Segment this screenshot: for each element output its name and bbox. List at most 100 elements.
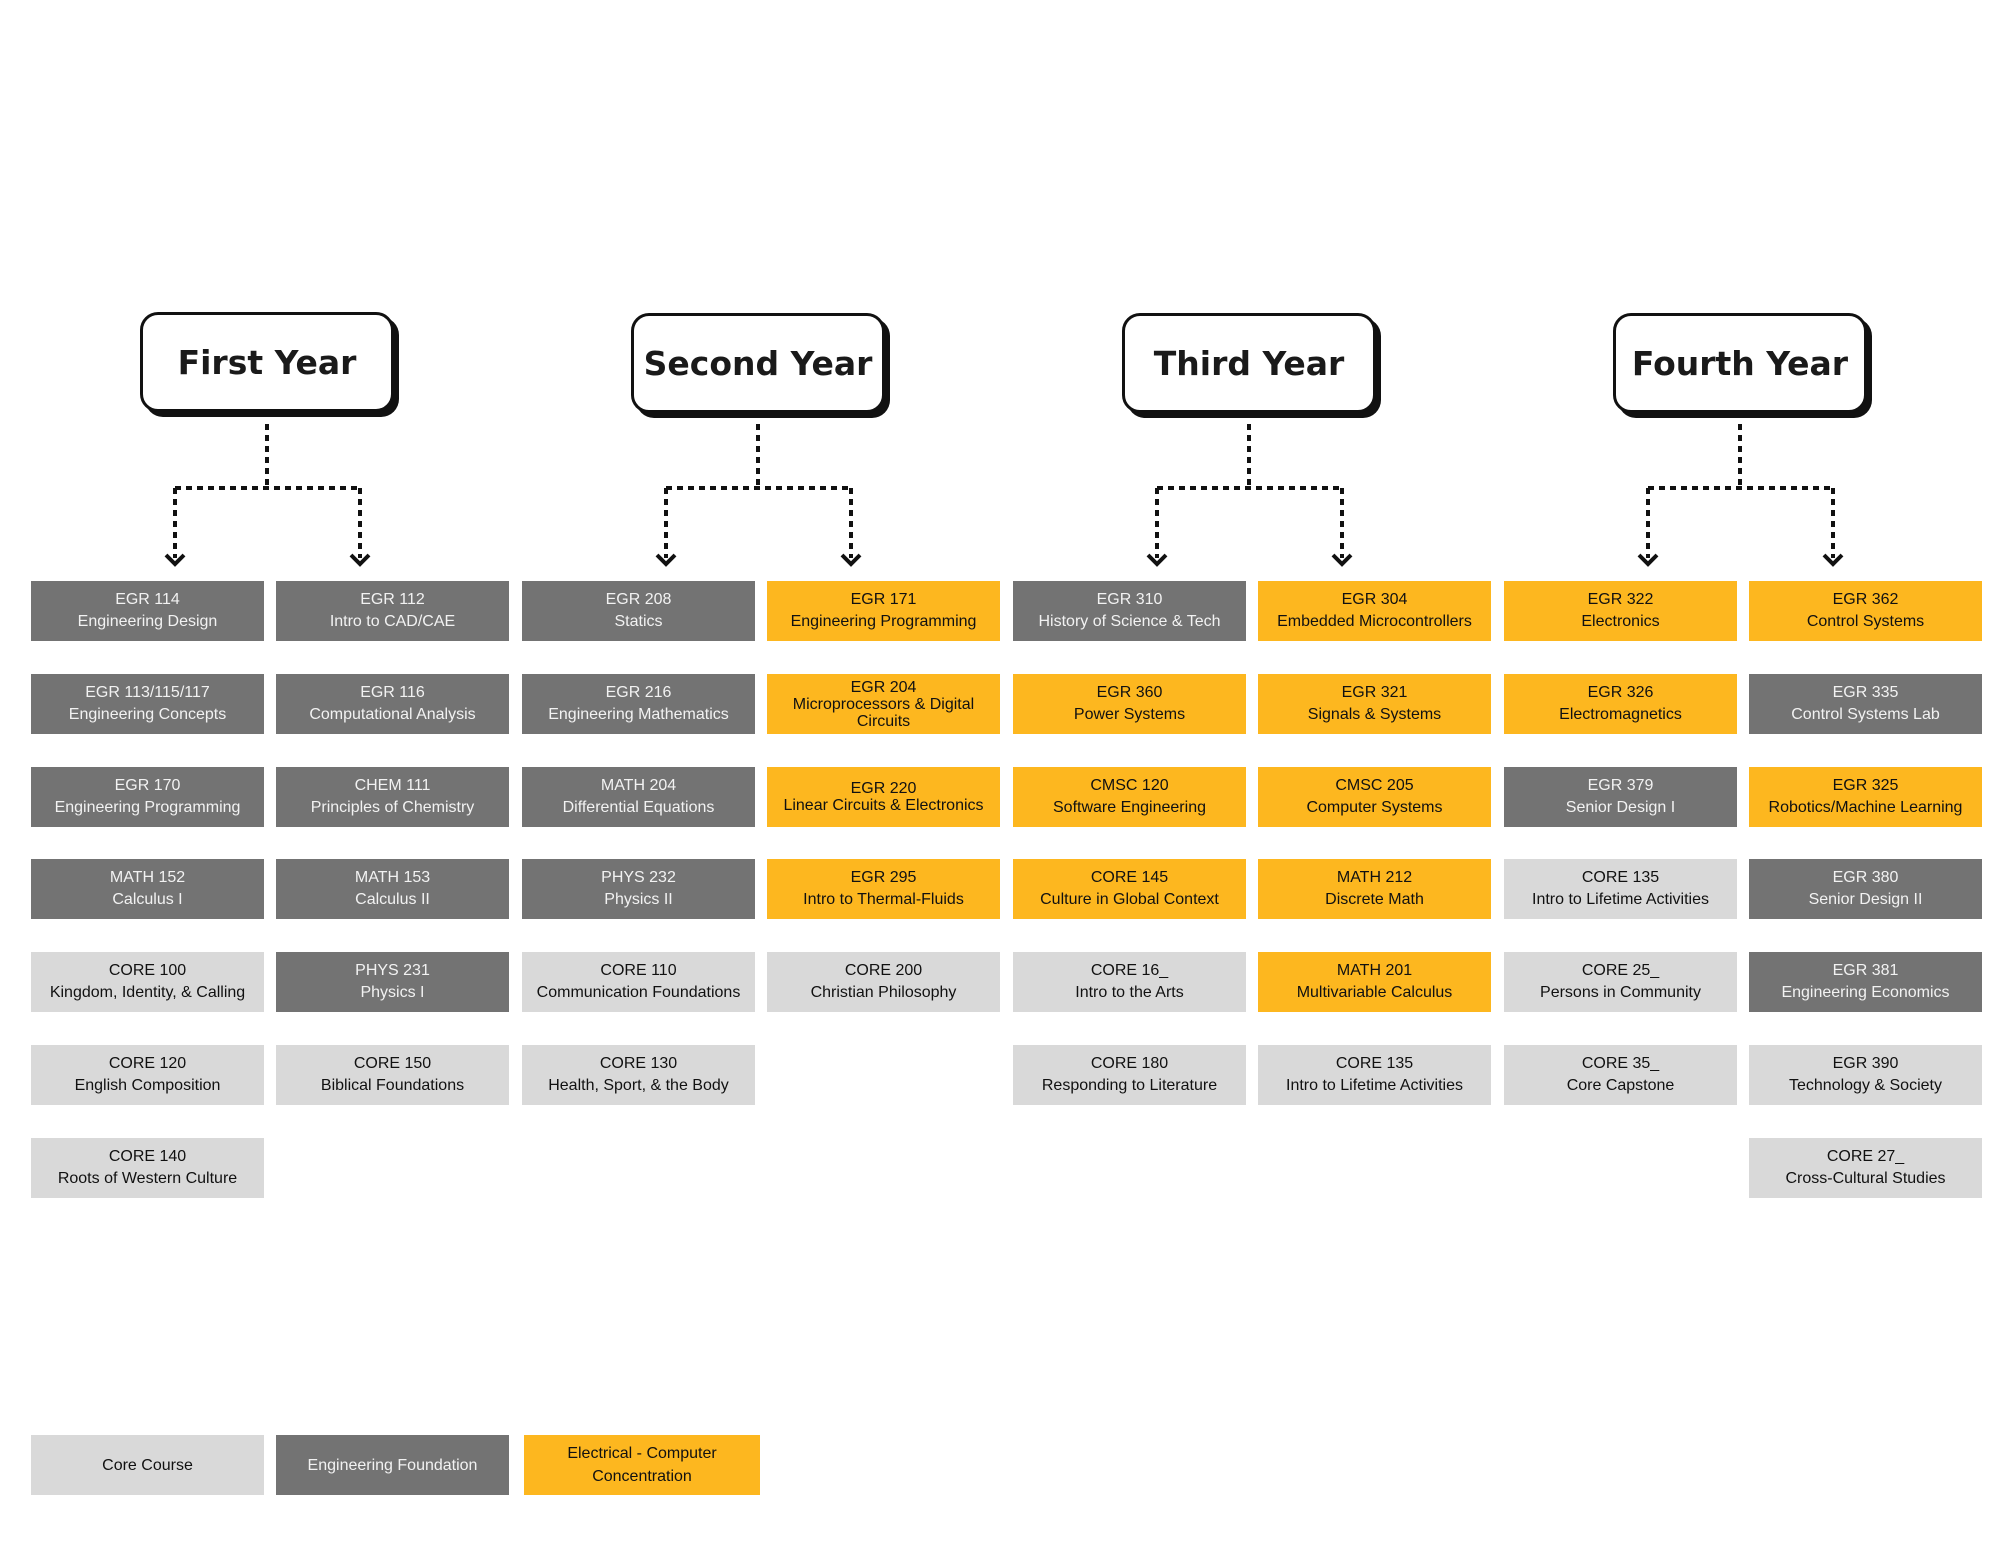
course-code: EGR 220 (850, 780, 917, 797)
course-name: Kingdom, Identity, & Calling (49, 984, 246, 1001)
course-name: Computational Analysis (309, 706, 476, 723)
course-code: EGR 310 (1096, 591, 1163, 608)
course-code: EGR 390 (1832, 1055, 1899, 1072)
course-name: Senior Design I (1565, 799, 1676, 816)
course-code: EGR 216 (605, 684, 672, 701)
course-name: Physics I (360, 984, 425, 1001)
course-code: CMSC 120 (1090, 777, 1169, 794)
course-name: Christian Philosophy (810, 984, 957, 1001)
course-name: History of Science & Tech (1038, 613, 1221, 630)
course-code: EGR 112 (360, 591, 425, 608)
course-name: Core Capstone (1566, 1077, 1675, 1094)
course-code: EGR 170 (114, 777, 181, 794)
course-code: PHYS 231 (355, 962, 430, 979)
arrow-down-icon (1331, 553, 1353, 567)
arrow-down-icon (164, 553, 186, 567)
course-name: Linear Circuits & Electronics (783, 797, 984, 814)
arrow-down-icon (1637, 553, 1659, 567)
course-code: CORE 100 (108, 962, 187, 979)
year-title: Second Year (643, 343, 873, 383)
course-box-core-35: CORE 35_Core Capstone (1504, 1045, 1737, 1105)
arrow-down-icon (655, 553, 677, 567)
course-code: CORE 200 (844, 962, 923, 979)
course-name: Calculus I (112, 891, 183, 908)
course-code: CORE 110 (600, 962, 677, 979)
course-code: CORE 180 (1090, 1055, 1169, 1072)
course-name: Engineering Economics (1781, 984, 1950, 1001)
course-code: CORE 135 (1581, 869, 1660, 886)
course-name: Signals & Systems (1307, 706, 1442, 723)
course-name: Intro to the Arts (1075, 984, 1184, 1001)
course-code: CORE 16_ (1090, 962, 1169, 979)
course-name: Engineering Programming (790, 613, 977, 630)
course-name: Embedded Microcontrollers (1277, 613, 1472, 630)
course-name: Electronics (1581, 613, 1660, 630)
course-code: CORE 25_ (1581, 962, 1660, 979)
arrow-down-icon (349, 553, 371, 567)
course-box-core-27: CORE 27_ Cross-Cultural Studies (1749, 1138, 1982, 1198)
arrow-down-icon (840, 553, 862, 567)
course-name: Robotics/Machine Learning (1768, 799, 1963, 816)
course-code: EGR 116 (360, 684, 425, 701)
course-code: EGR 114 (115, 591, 180, 608)
course-name: Biblical Foundations (320, 1077, 465, 1094)
course-name: Microprocessors & Digital Circuits (792, 695, 975, 730)
course-code: EGR 360 (1096, 684, 1163, 701)
course-name: Statics (614, 613, 663, 630)
course-code: EGR 325 (1832, 777, 1899, 794)
course-code: EGR 322 (1587, 591, 1654, 608)
course-code: MATH 201 (1336, 962, 1413, 979)
legend-engineering-foundation: Engineering Foundation (276, 1435, 509, 1495)
year-box-first-year: First Year (140, 312, 394, 412)
course-code: CORE 130 (599, 1055, 678, 1072)
course-name: Engineering Mathematics (548, 706, 729, 723)
course-name: Intro to Lifetime Activities (1286, 1077, 1463, 1094)
course-name: Roots of Western Culture (57, 1170, 238, 1187)
course-name: Physics II (604, 891, 673, 908)
course-name: Cross-Cultural Studies (1785, 1170, 1946, 1187)
course-name: Power Systems (1073, 706, 1186, 723)
year-title: First Year (177, 342, 357, 382)
course-code: EGR 304 (1341, 591, 1408, 608)
course-code: CMSC 205 (1335, 777, 1414, 794)
course-code: CORE 135 (1335, 1055, 1414, 1072)
course-code: CORE 140 (108, 1148, 187, 1165)
course-name: Senior Design II (1808, 891, 1923, 908)
arrow-down-icon (1146, 553, 1168, 567)
course-name: Control Systems Lab (1791, 706, 1940, 723)
year-box-third-year: Third Year (1122, 313, 1376, 413)
legend-core-course: Core Course (31, 1435, 264, 1495)
year-title: Third Year (1153, 343, 1345, 383)
course-code: EGR 381 (1832, 962, 1899, 979)
course-code: CORE 27_ (1826, 1148, 1905, 1165)
course-code: EGR 380 (1832, 869, 1899, 886)
course-box-core-16: CORE 16_ Intro to the Arts (1013, 952, 1246, 1012)
course-name: Technology & Society (1789, 1077, 1942, 1094)
